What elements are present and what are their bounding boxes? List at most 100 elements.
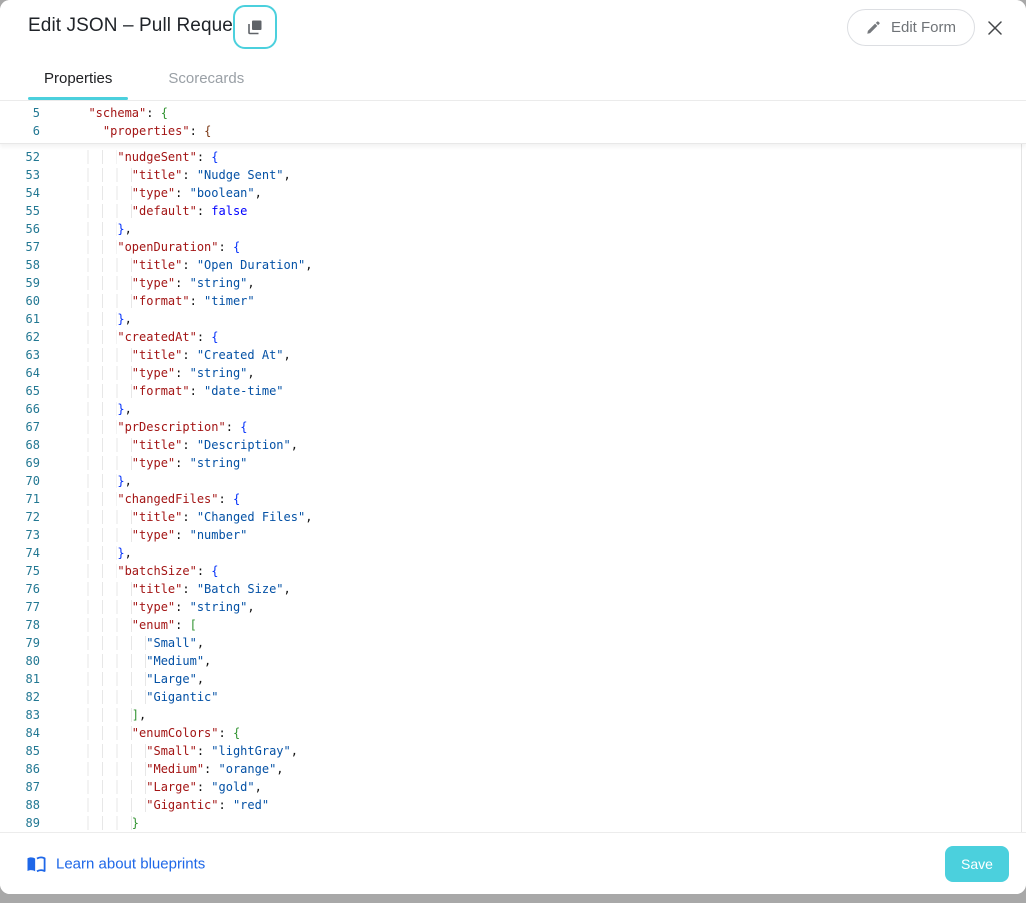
- code-line[interactable]: 52 "nudgeSent": {: [0, 148, 1026, 166]
- line-number: 79: [0, 634, 40, 652]
- line-number: 62: [0, 328, 40, 346]
- code-line[interactable]: 78 "enum": [: [0, 616, 1026, 634]
- copy-icon: [245, 17, 265, 37]
- code-text: },: [74, 544, 132, 562]
- line-number: 81: [0, 670, 40, 688]
- line-number: 77: [0, 598, 40, 616]
- line-number: 72: [0, 508, 40, 526]
- code-line[interactable]: 79 "Small",: [0, 634, 1026, 652]
- code-text: "Small": "lightGray",: [74, 742, 298, 760]
- tab-properties-label: Properties: [44, 70, 112, 87]
- line-number: 75: [0, 562, 40, 580]
- code-line[interactable]: 82 "Gigantic": [0, 688, 1026, 706]
- code-text: "nudgeSent": {: [74, 148, 219, 166]
- line-number: 76: [0, 580, 40, 598]
- code-line[interactable]: 70 },: [0, 472, 1026, 490]
- code-line[interactable]: 57 "openDuration": {: [0, 238, 1026, 256]
- edit-form-label: Edit Form: [891, 19, 956, 36]
- line-number: 58: [0, 256, 40, 274]
- json-code-editor[interactable]: 5 "schema": {6 "properties": { 52 "nudge…: [0, 100, 1026, 833]
- learn-about-blueprints-link[interactable]: Learn about blueprints: [26, 856, 205, 873]
- line-number: 69: [0, 454, 40, 472]
- code-line[interactable]: 64 "type": "string",: [0, 364, 1026, 382]
- code-line[interactable]: 73 "type": "number": [0, 526, 1026, 544]
- code-line[interactable]: 61 },: [0, 310, 1026, 328]
- code-line[interactable]: 69 "type": "string": [0, 454, 1026, 472]
- copy-json-button[interactable]: [233, 5, 277, 49]
- code-text: "title": "Created At",: [74, 346, 291, 364]
- line-number: 65: [0, 382, 40, 400]
- line-number: 60: [0, 292, 40, 310]
- line-number: 5: [0, 104, 40, 122]
- code-text: "title": "Nudge Sent",: [74, 166, 291, 184]
- line-number: 82: [0, 688, 40, 706]
- code-text: "Large",: [74, 670, 204, 688]
- code-line[interactable]: 85 "Small": "lightGray",: [0, 742, 1026, 760]
- code-text: "Medium": "orange",: [74, 760, 284, 778]
- code-text: "type": "string",: [74, 274, 255, 292]
- line-number: 59: [0, 274, 40, 292]
- line-number: 68: [0, 436, 40, 454]
- code-text: "Gigantic": [74, 688, 219, 706]
- code-line[interactable]: 77 "type": "string",: [0, 598, 1026, 616]
- code-line[interactable]: 84 "enumColors": {: [0, 724, 1026, 742]
- code-text: "default": false: [74, 202, 247, 220]
- code-line[interactable]: 55 "default": false: [0, 202, 1026, 220]
- code-line[interactable]: 65 "format": "date-time": [0, 382, 1026, 400]
- code-line[interactable]: 83 ],: [0, 706, 1026, 724]
- line-number: 78: [0, 616, 40, 634]
- save-button[interactable]: Save: [945, 846, 1009, 882]
- code-line[interactable]: 58 "title": "Open Duration",: [0, 256, 1026, 274]
- code-line[interactable]: 87 "Large": "gold",: [0, 778, 1026, 796]
- code-line[interactable]: 75 "batchSize": {: [0, 562, 1026, 580]
- code-line[interactable]: 54 "type": "boolean",: [0, 184, 1026, 202]
- code-line[interactable]: 6 "properties": {: [0, 122, 1026, 140]
- code-line[interactable]: 86 "Medium": "orange",: [0, 760, 1026, 778]
- code-line[interactable]: 56 },: [0, 220, 1026, 238]
- line-number: 80: [0, 652, 40, 670]
- code-line[interactable]: 72 "title": "Changed Files",: [0, 508, 1026, 526]
- line-number: 56: [0, 220, 40, 238]
- code-text: "properties": {: [74, 122, 211, 140]
- code-line[interactable]: 5 "schema": {: [0, 104, 1026, 122]
- line-number: 73: [0, 526, 40, 544]
- code-text: "title": "Changed Files",: [74, 508, 312, 526]
- code-line[interactable]: 63 "title": "Created At",: [0, 346, 1026, 364]
- code-text: "prDescription": {: [74, 418, 247, 436]
- code-text: "Gigantic": "red": [74, 796, 269, 814]
- code-line[interactable]: 76 "title": "Batch Size",: [0, 580, 1026, 598]
- line-number: 6: [0, 122, 40, 140]
- code-line[interactable]: 81 "Large",: [0, 670, 1026, 688]
- code-line[interactable]: 53 "title": "Nudge Sent",: [0, 166, 1026, 184]
- code-line[interactable]: 74 },: [0, 544, 1026, 562]
- code-line[interactable]: 66 },: [0, 400, 1026, 418]
- tab-properties[interactable]: Properties: [28, 56, 128, 100]
- line-number: 83: [0, 706, 40, 724]
- code-text: },: [74, 400, 132, 418]
- code-text: "batchSize": {: [74, 562, 219, 580]
- code-text: "type": "number": [74, 526, 247, 544]
- line-number: 53: [0, 166, 40, 184]
- code-line[interactable]: 60 "format": "timer": [0, 292, 1026, 310]
- tab-scorecards[interactable]: Scorecards: [152, 56, 260, 100]
- code-line[interactable]: 68 "title": "Description",: [0, 436, 1026, 454]
- code-line[interactable]: 67 "prDescription": {: [0, 418, 1026, 436]
- modal-header: Edit JSON – Pull Request Edit Form: [0, 0, 1026, 56]
- code-text: "type": "string",: [74, 364, 255, 382]
- code-lines: 52 "nudgeSent": {53 "title": "Nudge Sent…: [0, 144, 1026, 832]
- code-line[interactable]: 89 }: [0, 814, 1026, 832]
- modal-footer: Learn about blueprints Save: [0, 832, 1026, 894]
- learn-link-label: Learn about blueprints: [56, 856, 205, 873]
- code-line[interactable]: 71 "changedFiles": {: [0, 490, 1026, 508]
- code-line[interactable]: 59 "type": "string",: [0, 274, 1026, 292]
- scrollbar-track: [1021, 101, 1022, 833]
- code-text: "format": "timer": [74, 292, 255, 310]
- close-button[interactable]: [980, 13, 1010, 43]
- tab-bar: Properties Scorecards: [28, 56, 260, 100]
- code-line[interactable]: 88 "Gigantic": "red": [0, 796, 1026, 814]
- line-number: 89: [0, 814, 40, 832]
- edit-form-button[interactable]: Edit Form: [847, 9, 975, 46]
- code-line[interactable]: 80 "Medium",: [0, 652, 1026, 670]
- code-line[interactable]: 62 "createdAt": {: [0, 328, 1026, 346]
- line-number: 64: [0, 364, 40, 382]
